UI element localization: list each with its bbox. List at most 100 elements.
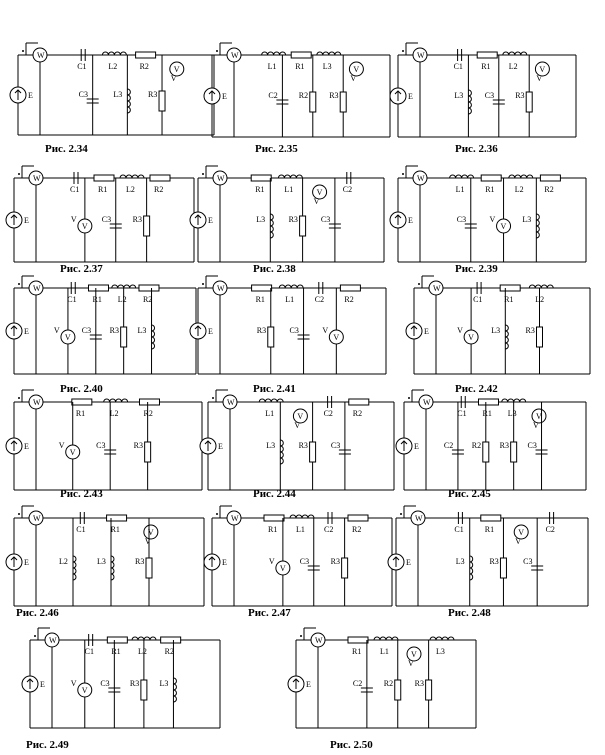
resistor-r2 [149, 174, 171, 182]
resistor-r2 [348, 398, 370, 406]
label-v: V [515, 537, 521, 546]
resistor-r3 [536, 326, 543, 348]
label-c1: C1 [473, 295, 482, 304]
voltmeter-letter: V [82, 222, 88, 231]
voltmeter [292, 408, 308, 424]
label-r3: R3 [135, 557, 144, 566]
label-r1: R1 [255, 185, 264, 194]
label-r1: R1 [268, 525, 277, 534]
label-r2: R2 [165, 647, 174, 656]
label-r3: R3 [500, 441, 509, 450]
wattmeter-letter: W [433, 284, 441, 293]
label-r2: R2 [384, 679, 393, 688]
figure-caption: Рис. 2.47 [248, 607, 291, 619]
capacitor-c1 [70, 282, 76, 294]
label-e: E [40, 680, 45, 689]
label-r1: R1 [485, 525, 494, 534]
inductor-l3 [270, 213, 274, 239]
voltmeter [143, 524, 159, 540]
label-r3: R3 [134, 441, 143, 450]
figure-caption: Рис. 2.48 [448, 607, 491, 619]
figure-caption: Рис. 2.45 [448, 488, 491, 500]
inductor-l3 [469, 555, 474, 581]
capacitor-c2 [276, 99, 289, 105]
label-c2: C2 [444, 441, 453, 450]
dot-marker [212, 397, 214, 399]
voltmeter-letter: V [353, 65, 359, 74]
dot-marker [300, 635, 302, 637]
label-r3: R3 [289, 215, 298, 224]
capacitor-c3 [535, 449, 548, 455]
arrow-up-icon [10, 214, 18, 225]
wattmeter-letter: W [217, 174, 225, 183]
label-e: E [222, 558, 227, 567]
figure-caption: Рис. 2.38 [253, 263, 296, 275]
label-v: V [457, 326, 463, 335]
voltmeter-letter: V [297, 412, 303, 421]
arrow-up-icon [194, 325, 202, 336]
label-v: V [322, 326, 328, 335]
arrow-up-icon [394, 214, 402, 225]
label-e: E [218, 442, 223, 451]
resistor-r3 [267, 326, 275, 348]
dot-marker [18, 173, 20, 175]
voltmeter [513, 524, 529, 540]
dot-marker [402, 173, 404, 175]
figure-caption: Рис. 2.42 [455, 383, 498, 395]
label-r3: R3 [130, 679, 139, 688]
label-v: V [533, 421, 539, 430]
voltmeter-letter: V [536, 412, 542, 421]
capacitor-c1 [457, 49, 463, 61]
dot-marker [402, 50, 404, 52]
inductor-l1 [449, 174, 475, 179]
inductor-l3 [429, 636, 455, 641]
resistor-r3 [425, 679, 433, 701]
label-l2: L2 [138, 647, 147, 656]
capacitor-c1 [73, 172, 79, 184]
capacitor-c1 [476, 282, 482, 294]
label-v: V [71, 215, 77, 224]
figure-caption: Рис. 2.35 [255, 143, 298, 155]
label-e: E [208, 216, 213, 225]
resistor-r2 [160, 636, 182, 644]
label-r1: R1 [76, 409, 85, 418]
label-r2: R2 [154, 185, 163, 194]
label-r3: R3 [415, 679, 424, 688]
label-r3: R3 [489, 557, 498, 566]
voltmeter-letter: V [148, 528, 154, 537]
label-r1: R1 [485, 185, 494, 194]
label-r3: R3 [133, 215, 142, 224]
label-r1: R1 [98, 185, 107, 194]
resistor-r2 [138, 398, 160, 406]
dot-marker [18, 283, 20, 285]
label-c3: C3 [82, 326, 91, 335]
arrow-up-icon [292, 678, 300, 689]
label-c3: C3 [96, 441, 105, 450]
label-e: E [24, 442, 29, 451]
voltmeter-letter: V [70, 448, 76, 457]
capacitor-c1 [88, 634, 94, 646]
resistor-r1 [290, 51, 312, 59]
resistor-r2 [138, 284, 160, 292]
capacitor-c2 [451, 449, 464, 455]
label-l3: L3 [113, 90, 122, 99]
label-v: V [71, 679, 77, 688]
resistor-r3 [144, 441, 152, 463]
label-r2: R2 [544, 185, 553, 194]
voltmeter [348, 61, 364, 77]
voltmeter-letter: V [411, 650, 417, 659]
arrow-up-icon [10, 440, 18, 451]
resistor-r3 [309, 441, 317, 463]
capacitor-c2 [346, 172, 352, 184]
resistor-r1 [106, 636, 128, 644]
label-e: E [222, 92, 227, 101]
capacitor-c1 [79, 512, 85, 524]
label-c2: C2 [343, 185, 352, 194]
inductor-l2 [119, 174, 145, 179]
label-r2: R2 [344, 295, 353, 304]
label-r1: R1 [504, 295, 513, 304]
